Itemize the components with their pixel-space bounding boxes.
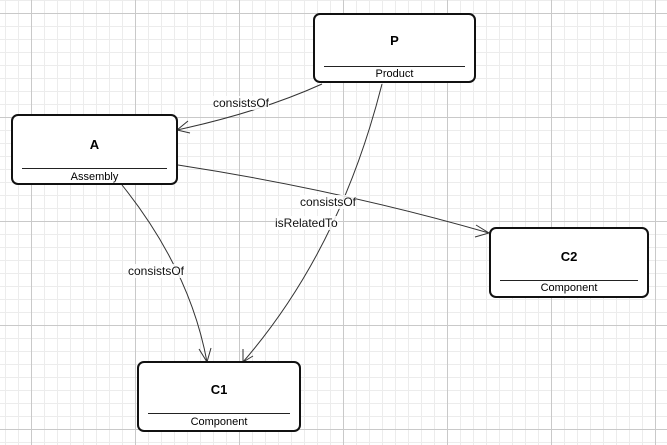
edge-label-p-to-c1: isRelatedTo — [275, 216, 338, 230]
node-divider — [324, 66, 465, 67]
node-stereotype: Assembly — [70, 171, 119, 183]
arrowhead-p-to-a — [175, 120, 191, 134]
node-divider — [22, 168, 167, 169]
edge-label-a-to-c2: consistsOf — [300, 195, 357, 209]
node-component-c2[interactable]: C2 Component — [489, 227, 649, 298]
edge-label-a-to-c1: consistsOf — [128, 264, 185, 278]
node-title: C2 — [560, 249, 578, 264]
node-divider — [148, 413, 290, 414]
node-title: C1 — [210, 382, 228, 397]
node-stereotype: Component — [540, 282, 598, 294]
node-product-p[interactable]: P Product — [313, 13, 476, 83]
node-divider — [500, 280, 638, 281]
node-stereotype: Product — [375, 68, 414, 80]
node-stereotype: Component — [190, 416, 248, 428]
edge-p-to-c1[interactable] — [242, 83, 383, 363]
node-title: A — [89, 137, 100, 152]
edge-label-p-to-a: consistsOf — [213, 96, 270, 110]
edge-a-to-c2[interactable] — [177, 164, 490, 234]
node-component-c1[interactable]: C1 Component — [137, 361, 301, 432]
node-title: P — [390, 33, 399, 48]
node-assembly-a[interactable]: A Assembly — [11, 114, 178, 185]
